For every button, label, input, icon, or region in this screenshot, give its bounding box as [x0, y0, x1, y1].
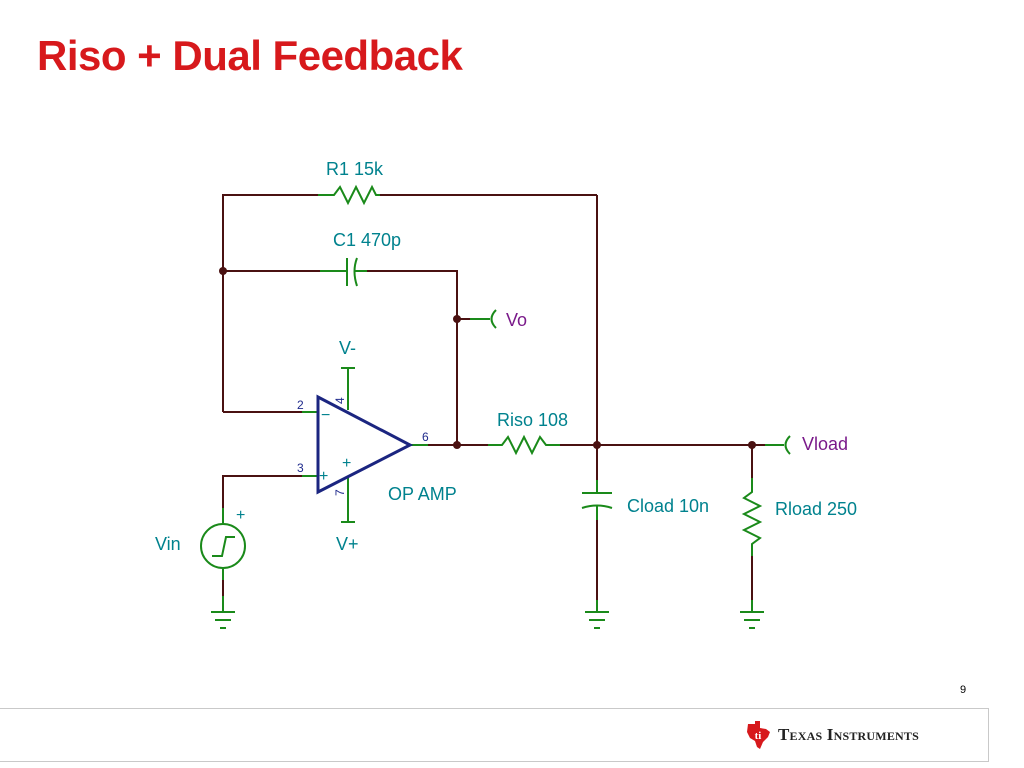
opamp-inner-plus-sign: + [342, 455, 351, 472]
op-amp: − + + 2 3 6 4 7 V- V+ OP AMP [297, 338, 457, 554]
ground-rload [740, 600, 764, 629]
r1-label: R1 15k [326, 159, 384, 179]
vin-plus-sign: + [236, 507, 245, 524]
pin-3: 3 [297, 461, 304, 475]
vo-probe: Vo [470, 309, 527, 330]
capacitor-cload: Cload 10n [581, 480, 709, 520]
resistor-rload: Rload 250 [741, 478, 857, 556]
ground-vin [211, 596, 235, 629]
junction-output [453, 441, 461, 449]
junction-c1-left [219, 267, 227, 275]
vin-source: + Vin [155, 507, 246, 580]
opamp-minus-sign: − [321, 407, 330, 424]
resistor-riso: Riso 108 [488, 410, 568, 456]
pin-7: 7 [333, 489, 347, 496]
texas-instruments-logo: ti Texas Instruments [746, 718, 919, 752]
c1-label: C1 470p [333, 230, 401, 250]
slide-title: Riso + Dual Feedback [37, 32, 463, 79]
junction-dots [219, 267, 756, 449]
texas-state-icon: ti [747, 721, 770, 749]
capacitor-c1: C1 470p [320, 230, 401, 287]
junction-cload [593, 441, 601, 449]
pin-4: 4 [333, 397, 347, 404]
page-number: 9 [960, 684, 967, 696]
junction-vo [453, 315, 461, 323]
wires [222, 194, 765, 605]
cload-label: Cload 10n [627, 496, 709, 516]
junction-vload [748, 441, 756, 449]
opamp-label: OP AMP [388, 484, 457, 504]
pin-2: 2 [297, 398, 304, 412]
vplus-label: V+ [336, 534, 359, 554]
footer-bar [0, 708, 989, 762]
opamp-plus-sign: + [319, 468, 328, 485]
pin-6: 6 [422, 430, 429, 444]
ground-cload [585, 600, 609, 629]
rload-label: Rload 250 [775, 499, 857, 519]
vload-label: Vload [802, 434, 848, 454]
vo-label: Vo [506, 310, 527, 330]
vload-probe: Vload [765, 434, 848, 455]
vminus-label: V- [339, 338, 356, 358]
riso-label: Riso 108 [497, 410, 568, 430]
logo-text: Texas Instruments [778, 725, 919, 744]
resistor-r1: R1 15k [318, 159, 384, 206]
circuit-schematic: R1 15k C1 470p Vo − + + 2 3 6 4 7 V- V+ … [155, 159, 857, 629]
vin-label: Vin [155, 534, 181, 554]
svg-text:ti: ti [755, 730, 762, 742]
